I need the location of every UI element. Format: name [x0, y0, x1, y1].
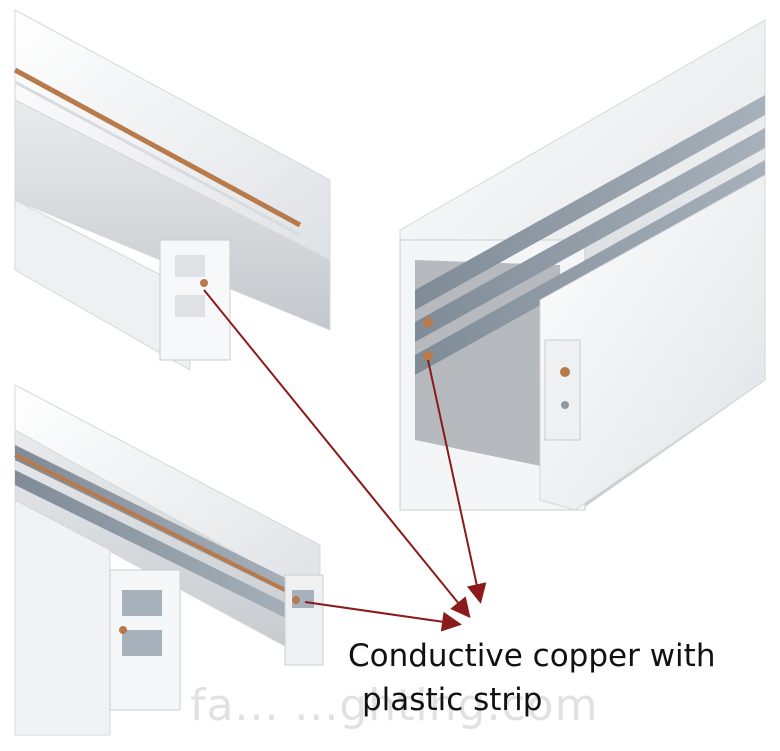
copper-dot [119, 626, 127, 634]
arrow-from-right [427, 359, 487, 604]
caption-line-2: plastic strip [362, 682, 543, 718]
copper-dot [560, 367, 570, 377]
pointer-arrows [203, 289, 487, 632]
rail-right [399, 19, 766, 511]
arrow-from-top-left [203, 289, 471, 619]
rail-bottom-left [14, 384, 324, 736]
rail-top-left [13, 9, 331, 371]
copper-dot [423, 317, 433, 327]
caption-line-1: Conductive copper with [348, 638, 716, 674]
copper-dot [200, 279, 208, 287]
arrow-from-bottom-left [304, 601, 462, 632]
watermark: fa... ...ghting.com [190, 680, 599, 731]
caption: Conductive copper with plastic strip [348, 634, 715, 722]
copper-dot [423, 351, 433, 361]
copper-conductor [14, 453, 296, 597]
copper-conductor [13, 67, 302, 228]
gray-plastic-strips [415, 95, 765, 375]
copper-dot [292, 596, 300, 604]
